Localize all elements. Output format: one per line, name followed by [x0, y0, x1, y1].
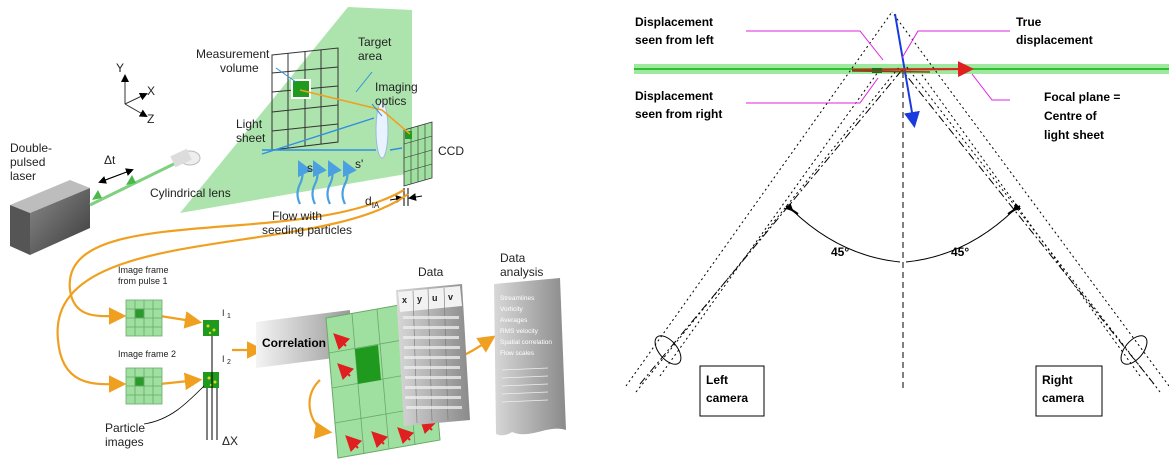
true-disp-label-1: True	[1016, 15, 1042, 29]
signal-cables	[56, 189, 496, 440]
right-figure: Displacement seen from left True displac…	[625, 11, 1169, 417]
right-camera-label-1: Right	[1042, 373, 1073, 387]
left-camera-label-2: camera	[706, 391, 748, 405]
callout-measurement	[275, 67, 297, 83]
cylindrical-lens-label: Cylindrical lens	[150, 186, 231, 200]
camera-axes	[639, 69, 1155, 385]
table-header-x: x	[402, 295, 407, 305]
data-label: Data	[418, 265, 444, 279]
distance-lines	[261, 117, 403, 155]
frame2-label: Image frame 2	[118, 349, 176, 359]
laser-label-2: pulsed	[10, 155, 45, 169]
callout-optics	[371, 103, 383, 117]
focal-label-3: light sheet	[1044, 128, 1104, 142]
interrogation-window-2	[203, 372, 219, 388]
analysis-item: Streamlines	[500, 295, 535, 302]
particle-label-1: Particle	[105, 421, 145, 435]
measurement-label-1: Measurement	[196, 47, 270, 61]
imaging-ray	[299, 89, 411, 135]
displacement-left-marker	[872, 68, 882, 73]
interrogation-window-1	[203, 320, 219, 336]
disp-left-label-1: Displacement	[635, 15, 713, 29]
delta-t-label: Δt	[104, 153, 116, 167]
imaging-lens	[375, 101, 389, 159]
measurement-label-2: volume	[220, 61, 259, 75]
focal-label-1: Focal plane =	[1044, 90, 1120, 104]
angle-right-label: 45°	[951, 245, 969, 259]
frame1-label-2: from pulse 1	[118, 276, 168, 286]
left-camera-lens	[654, 335, 682, 365]
ccd-label: CCD	[438, 144, 464, 158]
analysis-item: Vorticity	[500, 306, 524, 313]
image-frame-1	[125, 299, 163, 337]
flow-arrows	[296, 160, 357, 205]
left-camera-box	[699, 365, 765, 417]
analysis-label-1: Data	[500, 251, 526, 265]
disp-right-label-1: Displacement	[635, 89, 713, 103]
right-camera-lens	[1120, 335, 1148, 365]
i2-sub: 2	[227, 359, 231, 366]
laser-label-3: laser	[10, 169, 36, 183]
particle-callout	[143, 385, 205, 425]
disp-left-label-2: seen from left	[635, 33, 714, 47]
analysis-item: Averages	[500, 317, 528, 324]
i2-label: I	[222, 354, 225, 364]
delta-x-label: ΔX	[222, 434, 238, 448]
particle-label-2: images	[105, 435, 144, 449]
axes-triad	[121, 74, 148, 117]
analysis-label-2: analysis	[500, 265, 543, 279]
correlation-label: Correlation	[262, 336, 326, 350]
laser-beam	[89, 158, 183, 207]
light-sheet-label-1: Light	[236, 117, 263, 131]
laser-label-1: Double-	[10, 141, 52, 155]
laser-body	[10, 180, 90, 255]
left-figure: Y X Z Double- pulsed laser Δt Cylindrica…	[10, 7, 566, 459]
focal-label-2: Centre of	[1044, 109, 1098, 123]
s-label: s	[307, 161, 313, 175]
axis-y-label: Y	[116, 61, 124, 75]
flow-label-2: seeding particles	[262, 223, 352, 237]
light-sheet-label-2: sheet	[236, 131, 266, 145]
image-frame-2	[125, 367, 163, 405]
i1-sub: 1	[227, 313, 231, 320]
flow-label-1: Flow with	[272, 209, 322, 223]
true-disp-label-2: displacement	[1016, 33, 1093, 47]
target-label-2: area	[358, 49, 382, 63]
data-table	[396, 284, 470, 426]
table-header-y: y	[417, 294, 422, 304]
target-label-1: Target	[358, 35, 392, 49]
frame1-label-1: Image frame	[118, 265, 169, 275]
imaging-label-1: Imaging	[375, 80, 418, 94]
table-header-v: v	[448, 292, 453, 302]
cylindrical-lens	[170, 148, 201, 168]
angle-left-label: 45°	[831, 245, 849, 259]
axis-x-label: X	[147, 84, 155, 98]
displacement-right-arrow	[851, 61, 974, 78]
analysis-item: RMS velocity	[500, 328, 539, 335]
table-header-u: u	[432, 293, 438, 303]
analysis-item: Flow scales	[500, 350, 535, 357]
magenta-callouts	[746, 30, 1010, 104]
analysis-document	[494, 278, 566, 436]
camera-view-lines	[625, 11, 1169, 393]
angle-arc-right	[905, 202, 1022, 263]
imaging-label-2: optics	[375, 94, 406, 108]
callout-target	[355, 71, 373, 93]
angle-arc-left	[784, 202, 901, 263]
analysis-item: Spatial correlation	[500, 339, 552, 346]
axis-z-label: Z	[147, 112, 154, 126]
i1-label: I	[222, 308, 225, 318]
right-camera-box	[1035, 365, 1103, 417]
right-camera-label-2: camera	[1042, 391, 1084, 405]
left-camera-label-1: Left	[706, 373, 728, 387]
laser-pulse-2	[126, 175, 136, 185]
measurement-volume	[291, 79, 311, 99]
s-prime-label: s'	[355, 157, 363, 171]
disp-right-label-2: seen from right	[635, 107, 722, 121]
laser-pulse-1	[92, 190, 102, 200]
ccd-sensor	[403, 121, 433, 187]
dia-label: dIA	[365, 194, 380, 210]
